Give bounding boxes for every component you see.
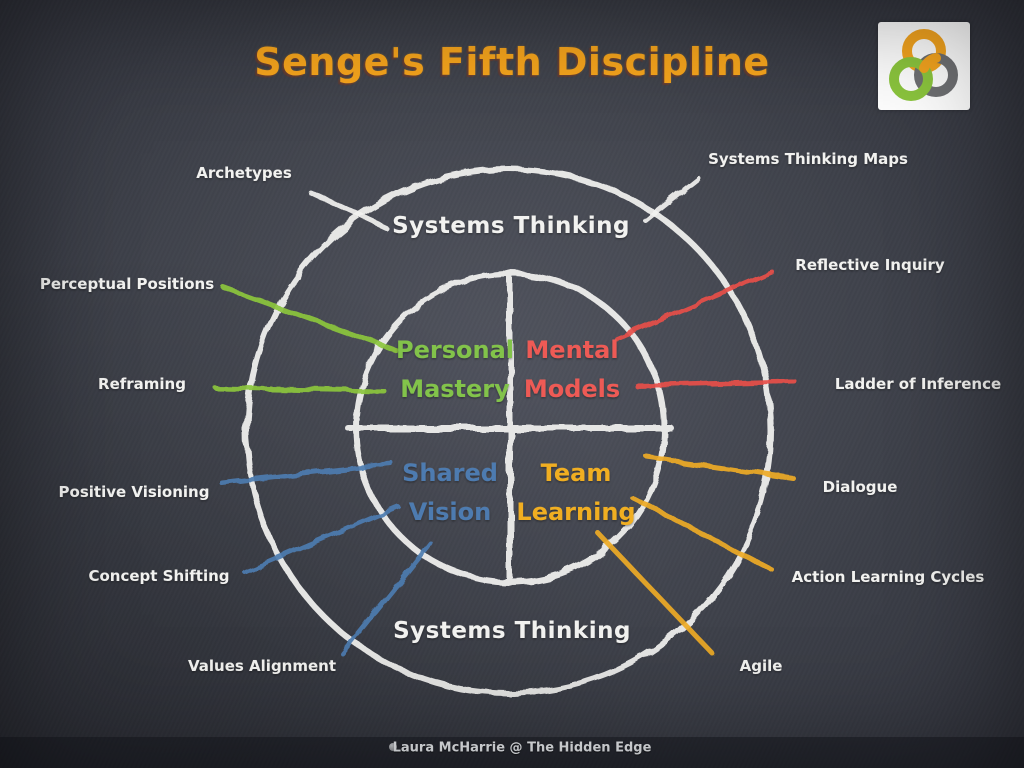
quadrant-team-learning-word1: Team [540,459,612,487]
connector-dialogue [644,454,796,481]
tool-label-values-alignment: Values Alignment [187,657,337,675]
tool-label-action-learning-cycles: Action Learning Cycles [791,568,985,586]
tool-label-ladder-of-inference: Ladder of Inference [834,375,1002,393]
connector-positive-visioning [219,461,395,486]
tool-label-concept-shifting: Concept Shifting [88,567,230,585]
quadrant-mental-models-word2: Models [523,375,621,403]
quadrant-personal-mastery: Personal Mastery [396,331,514,409]
connector-action-learning-cycles [629,494,775,573]
tool-label-reframing: Reframing [98,375,186,393]
connector-agile [595,530,715,656]
quadrant-personal-mastery-word1: Personal [396,336,514,364]
logo-rings-graphic [889,29,958,101]
logo-ring-overlap [919,53,941,73]
connector-concept-shifting [242,504,401,575]
logo-ring-green [889,57,933,101]
quadrant-mental-models: Mental Models [524,331,620,409]
quadrant-team-learning-word2: Learning [516,498,636,526]
footer-bar [0,737,1024,768]
quadrant-mental-models-word1: Mental [525,336,619,364]
ring-label-top: Systems Thinking [392,213,630,239]
quadrant-personal-mastery-word2: Mastery [400,375,510,403]
footer-credit: Laura McHarrie @ The Hidden Edge [392,740,652,756]
connector-systems-thinking-maps [642,175,701,223]
tool-label-perceptual-positions: Perceptual Positions [39,275,215,293]
connector-reframing [213,385,387,394]
outer-circle [244,166,774,696]
quadrant-team-learning: Team Learning [516,454,635,532]
quadrant-shared-vision-word2: Vision [408,498,492,526]
bullet-icon [389,743,397,751]
quadrant-shared-vision-word1: Shared [402,459,498,487]
connector-reflective-inquiry [613,269,775,341]
tool-label-dialogue: Dialogue [822,478,898,496]
hidden-edge-logo [878,22,970,110]
tool-label-archetypes: Archetypes [196,164,292,182]
connector-values-alignment [339,540,433,656]
ring-label-bottom: Systems Thinking [393,618,631,644]
page-title: Senge's Fifth Discipline [254,40,770,84]
tool-label-systems-thinking-maps: Systems Thinking Maps [708,150,908,168]
connector-perceptual-positions [221,285,399,353]
tool-label-positive-visioning: Positive Visioning [58,483,210,501]
tool-label-agile: Agile [739,657,783,675]
connector-ladder-of-inference [634,379,798,389]
tool-label-reflective-inquiry: Reflective Inquiry [795,256,945,274]
connector-archetypes [307,189,388,230]
quadrant-shared-vision: Shared Vision [402,454,498,532]
